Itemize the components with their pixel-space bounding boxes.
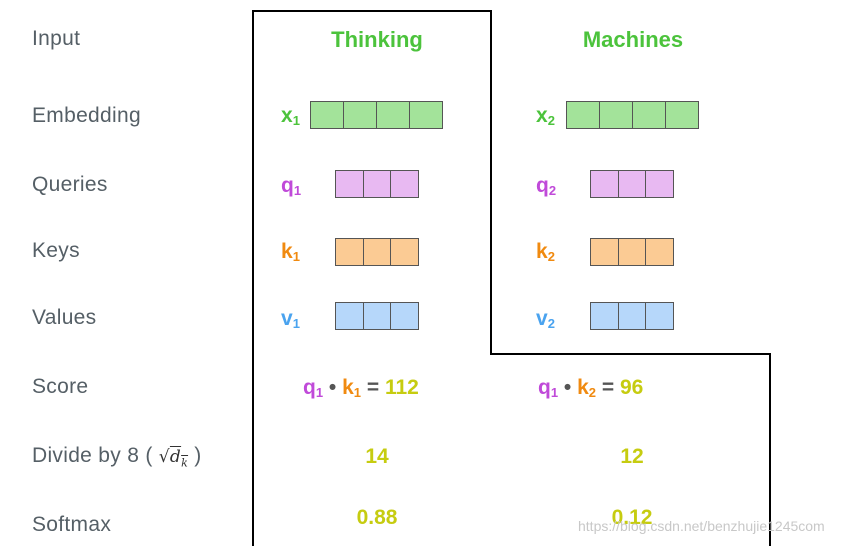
score-value-2: 96	[619, 376, 644, 399]
row-label-values: Values	[32, 306, 97, 329]
divided-value-2: 12	[620, 445, 644, 468]
score-1: q1 • k1 = 112	[303, 376, 419, 400]
key-vector-2	[590, 238, 674, 266]
embedding-label-1: x1	[281, 104, 300, 128]
embedding-label-2: x2	[536, 104, 555, 128]
query-label-2: q2	[536, 174, 557, 198]
embedding-vector-1	[310, 101, 443, 129]
key-vector-1	[335, 238, 419, 266]
score-value-1: 112	[384, 376, 419, 399]
softmax-value-2: 0.12	[611, 506, 653, 529]
divided-value-1: 14	[365, 445, 389, 468]
watermark: https://blog.csdn.net/benzhujie1245com	[578, 518, 825, 534]
query-vector-1	[335, 170, 419, 198]
sqrt-var: d	[169, 447, 182, 467]
row-label-keys: Keys	[32, 239, 80, 262]
row-label-softmax: Softmax	[32, 513, 112, 536]
query-vector-2	[590, 170, 674, 198]
sqrt-dk: √dk	[158, 447, 189, 470]
divide-prefix: Divide by 8 (	[32, 444, 153, 467]
row-label-divide: Divide by 8 ( √dk )	[32, 444, 202, 469]
softmax-value-1: 0.88	[356, 506, 398, 529]
divide-suffix: )	[194, 444, 202, 467]
query-label-1: q1	[281, 174, 302, 198]
key-label-2: k2	[536, 240, 555, 264]
word-machines: Machines	[582, 27, 684, 52]
value-vector-1	[335, 302, 419, 330]
value-label-2: v2	[536, 307, 555, 331]
embedding-vector-2	[566, 101, 699, 129]
value-vector-2	[590, 302, 674, 330]
row-label-queries: Queries	[32, 173, 108, 196]
key-label-1: k1	[281, 240, 300, 264]
row-label-score: Score	[32, 375, 89, 398]
sqrt-sub: k	[181, 456, 189, 470]
row-label-embedding: Embedding	[32, 104, 141, 127]
word-thinking: Thinking	[331, 27, 423, 52]
value-label-1: v1	[281, 307, 300, 331]
row-label-input: Input	[32, 27, 81, 50]
score-2: q1 • k2 = 96	[538, 376, 644, 400]
